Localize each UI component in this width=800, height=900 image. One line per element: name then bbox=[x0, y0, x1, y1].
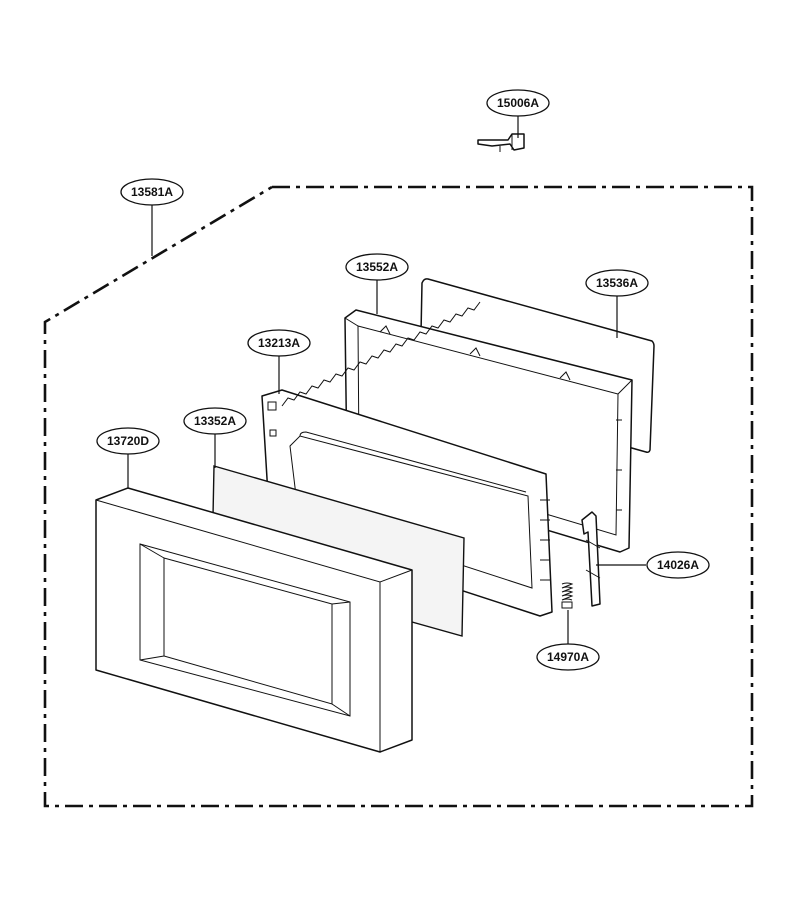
latch-clip-part bbox=[477, 133, 525, 152]
frame-part bbox=[344, 309, 633, 553]
callout-13352A: 13352A bbox=[183, 407, 247, 435]
svg-text:13552A: 13552A bbox=[356, 260, 398, 274]
callout-14026A: 14026A bbox=[646, 551, 710, 579]
svg-text:15006A: 15006A bbox=[497, 96, 539, 110]
callout-14970A: 14970A bbox=[536, 643, 600, 671]
svg-text:13536A: 13536A bbox=[596, 276, 638, 290]
callout-13720D: 13720D bbox=[96, 427, 160, 455]
callout-13536A: 13536A bbox=[585, 269, 649, 297]
assembly-boundary bbox=[43, 185, 754, 808]
callout-13581A: 13581A bbox=[120, 178, 184, 206]
svg-text:13352A: 13352A bbox=[194, 414, 236, 428]
spring-part bbox=[561, 582, 574, 609]
callout-15006A: 15006A bbox=[486, 89, 550, 117]
svg-text:14970A: 14970A bbox=[547, 650, 589, 664]
svg-text:13720D: 13720D bbox=[107, 434, 149, 448]
callout-13213A: 13213A bbox=[247, 329, 311, 357]
callout-13552A: 13552A bbox=[345, 253, 409, 281]
svg-text:13213A: 13213A bbox=[258, 336, 300, 350]
svg-text:13581A: 13581A bbox=[131, 185, 173, 199]
svg-text:14026A: 14026A bbox=[657, 558, 699, 572]
hinge-bracket-part bbox=[581, 511, 601, 607]
